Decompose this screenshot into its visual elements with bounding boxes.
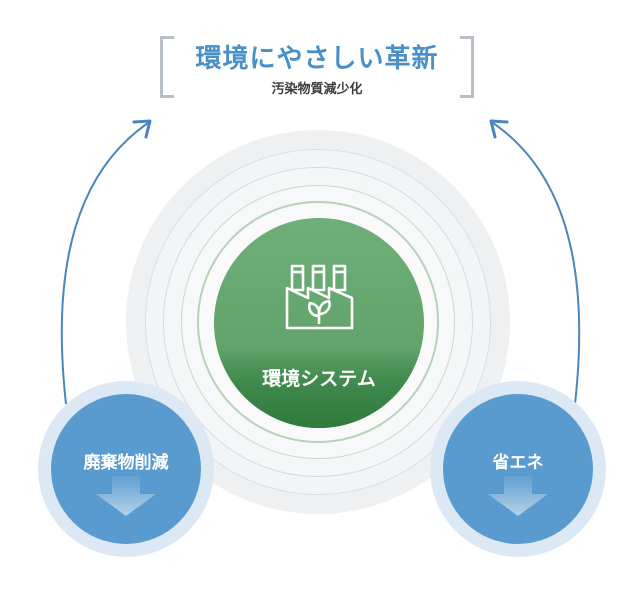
right-node: 省エネ xyxy=(443,394,593,544)
center-label-band xyxy=(214,350,424,428)
center-node: 環境システム xyxy=(214,218,424,428)
right-arc xyxy=(492,122,581,405)
left-arc xyxy=(60,122,149,405)
headline-title: 環境にやさしい革新 xyxy=(195,44,439,74)
down-arrow-icon xyxy=(96,476,156,516)
headline-block: 環境にやさしい革新 汚染物質減少化 xyxy=(160,36,474,98)
headline-subtitle: 汚染物質減少化 xyxy=(271,82,363,97)
left-bracket xyxy=(160,36,174,98)
left-node: 廃棄物削減 xyxy=(51,394,201,544)
left-node-label: 廃棄物削減 xyxy=(83,453,169,473)
factory-leaf-icon xyxy=(285,264,354,330)
right-arrowhead-icon xyxy=(489,119,509,139)
left-arrowhead-icon xyxy=(132,119,152,139)
right-bracket xyxy=(460,36,474,98)
center-label: 環境システム xyxy=(262,368,376,390)
right-node-label: 省エネ xyxy=(492,453,544,473)
down-arrow-icon xyxy=(488,476,548,516)
